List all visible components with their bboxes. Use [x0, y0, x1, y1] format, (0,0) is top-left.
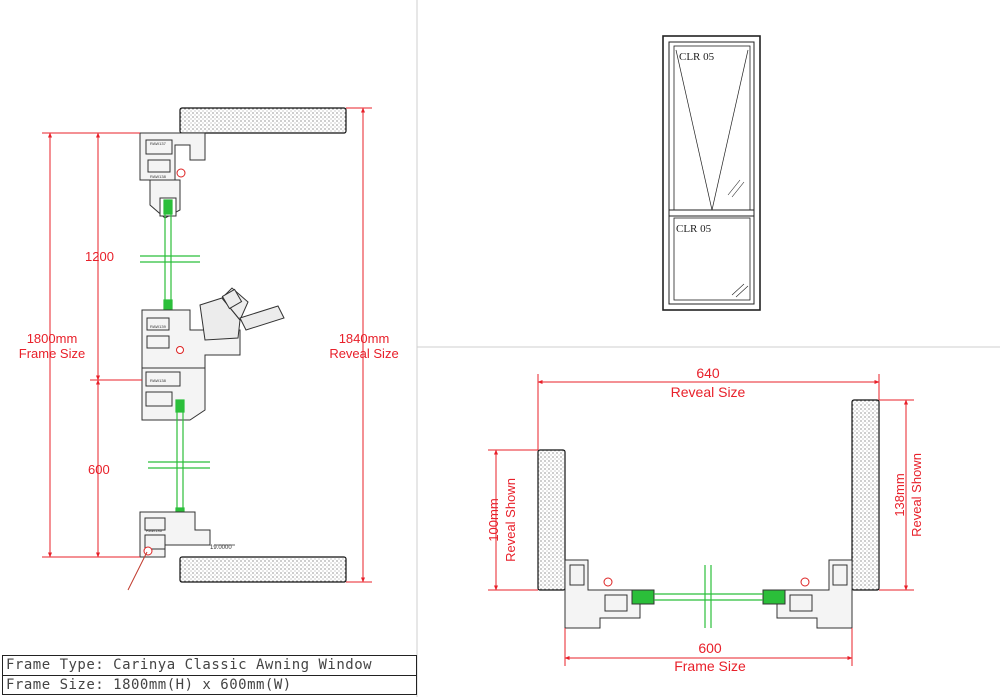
dim-reveal-size-vertical: [346, 107, 372, 583]
window-elevation: [662, 35, 761, 311]
svg-text:RAW138: RAW138: [150, 378, 167, 383]
sash-opening-line-left: [675, 49, 713, 211]
vertical-section: RAW137 RAW138 RAW139 RAW138 RAW136 19.00…: [19, 107, 399, 591]
frame-size-spec: Frame Size: 1800mm(H) x 600mm(W): [6, 677, 292, 693]
dim-1200-label: 1200: [85, 249, 114, 264]
bottom-sash-tag: CLR 05: [676, 223, 712, 235]
reveal-width-label: Reveal Size: [671, 384, 746, 400]
sill-frame-profile: [139, 511, 211, 558]
right-jamb-profile: [762, 559, 853, 629]
top-sash-tag: CLR 05: [679, 51, 715, 63]
title-block-divider: [2, 675, 417, 676]
winder-handle: [199, 287, 285, 341]
reveal-size-label: Reveal Size: [329, 346, 398, 361]
plan-glazing: [654, 565, 763, 628]
left-jamb-profile: [564, 559, 655, 629]
svg-text:RAW139: RAW139: [150, 324, 167, 329]
sill-reveal-wall: [179, 556, 347, 583]
left-reveal-value: 100mm: [486, 498, 501, 541]
plan-section: 640 Reveal Size 600 Frame Size 100mm Rev…: [486, 365, 924, 674]
frame-size-value: 1800mm: [27, 331, 78, 346]
upper-glazing: [140, 199, 200, 315]
dim-chain-vertical: [90, 132, 142, 558]
reveal-size-value: 1840mm: [339, 331, 390, 346]
left-reveal-label: Reveal Shown: [503, 478, 518, 562]
head-reveal-wall: [179, 107, 347, 134]
dim-reveal-size-horizontal: [537, 374, 880, 450]
dim-600-label: 600: [88, 462, 110, 477]
svg-text:RAW138: RAW138: [150, 174, 167, 179]
frame-type-label: Frame Type: Carinya Classic Awning Windo…: [6, 657, 373, 673]
right-reveal-label: Reveal Shown: [909, 453, 924, 537]
sash-opening-line-right: [711, 49, 749, 211]
frame-size-label: Frame Size: [19, 346, 85, 361]
reveal-width-value: 640: [696, 365, 720, 381]
dim-left-reveal: [488, 449, 538, 591]
dim-frame-size-horizontal: [564, 628, 853, 666]
frame-width-label: Frame Size: [674, 658, 746, 674]
right-reveal-wall: [851, 399, 880, 591]
frame-width-value: 600: [698, 640, 722, 656]
panel-dividers: [416, 0, 1000, 697]
right-reveal-value: 138mm: [892, 473, 907, 516]
svg-text:RAW136: RAW136: [146, 528, 163, 533]
dim-right-reveal: [879, 399, 914, 591]
svg-text:RAW137: RAW137: [150, 141, 167, 146]
transom-profile: [141, 309, 241, 421]
dim-frame-size-vertical: [42, 132, 140, 558]
left-reveal-wall: [537, 449, 566, 591]
leader-line: [127, 551, 148, 591]
spec-note: 19.0000: [210, 545, 232, 551]
